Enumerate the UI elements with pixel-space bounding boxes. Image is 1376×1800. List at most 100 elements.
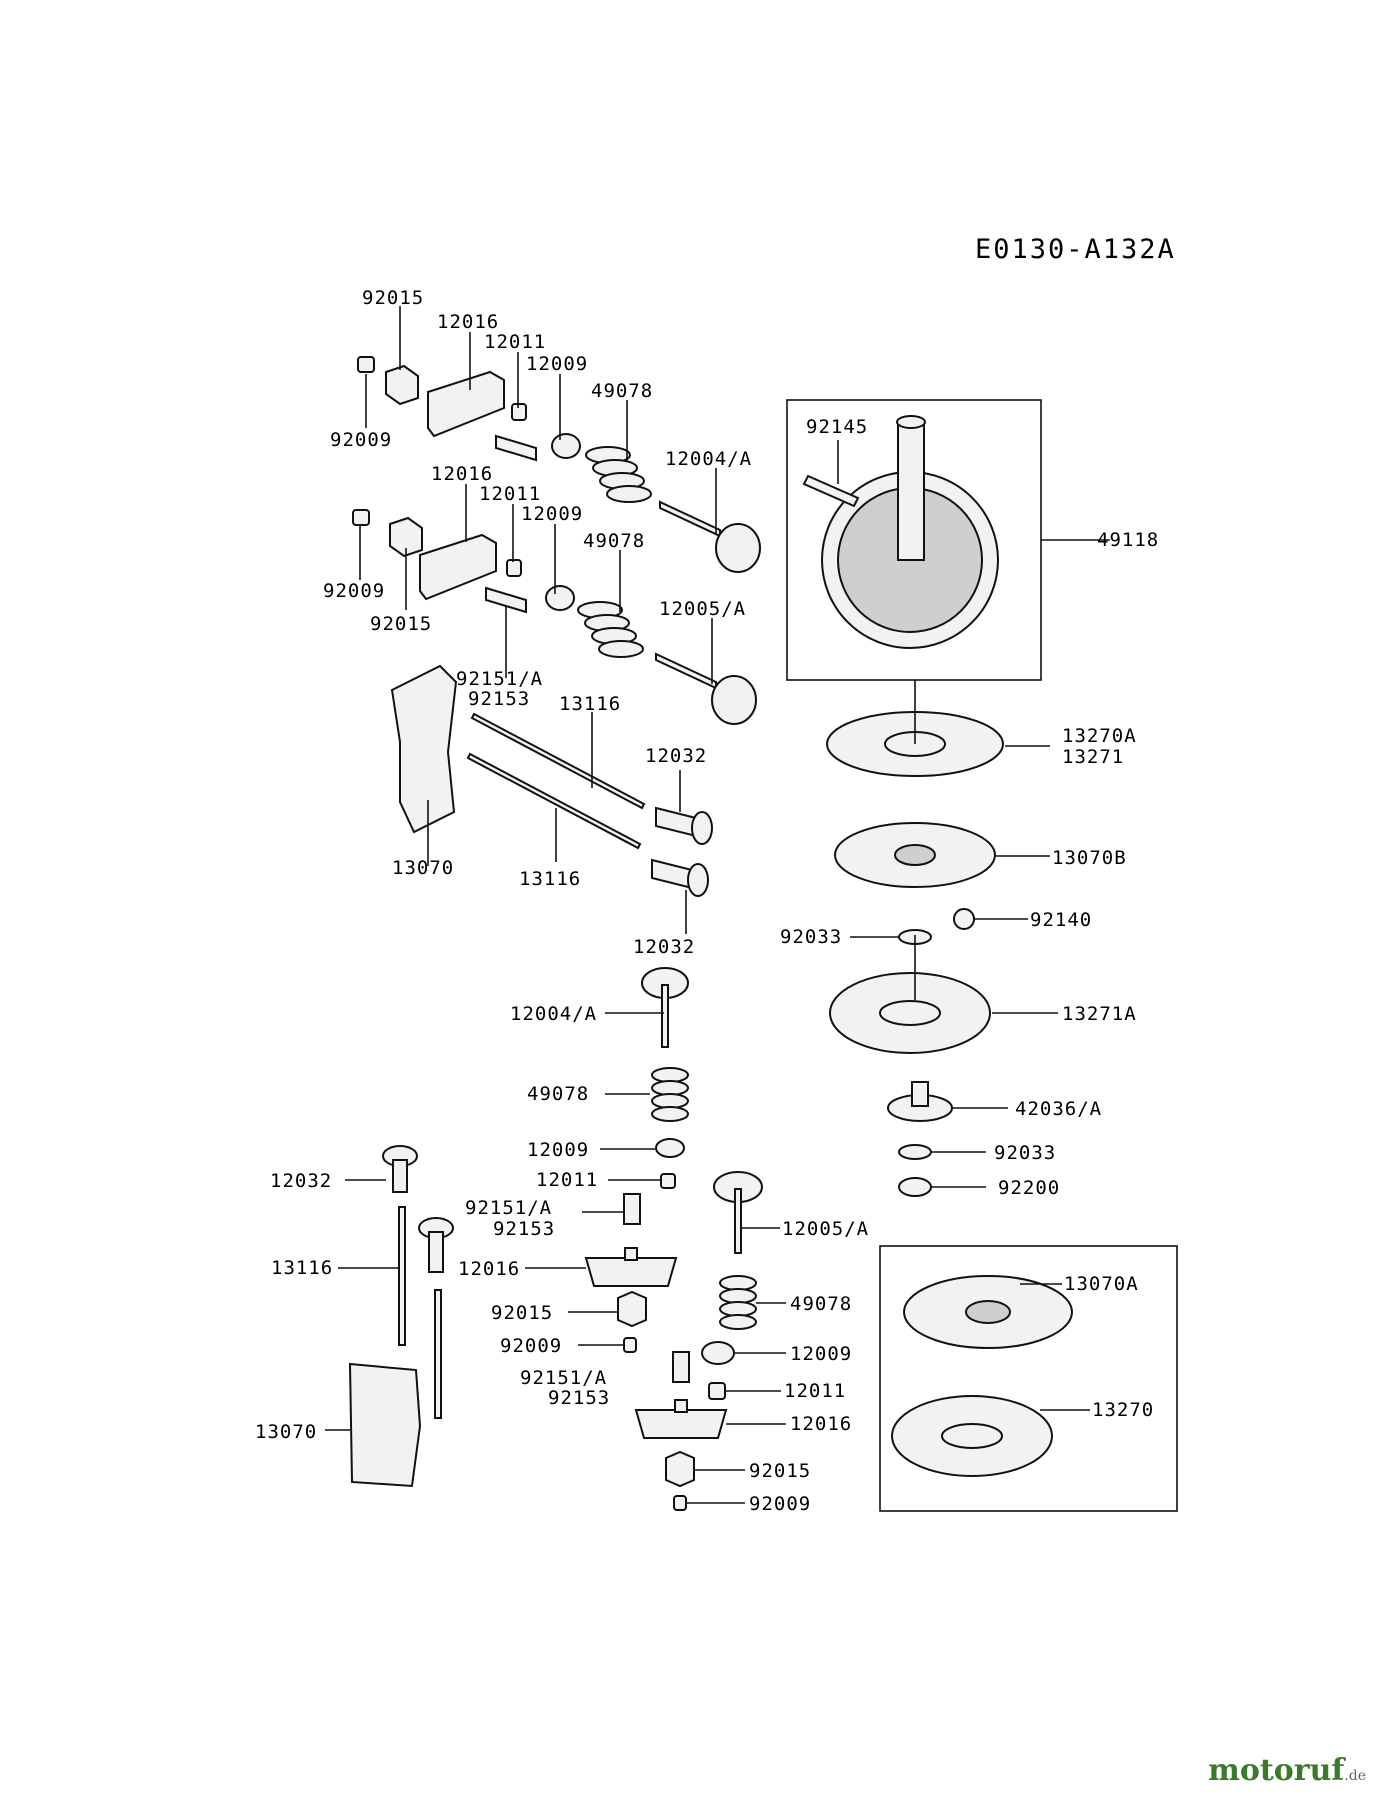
pivot-part	[511, 403, 527, 421]
adjusting-screw-part	[357, 356, 375, 373]
watermark-brand: motoruf	[1208, 1753, 1345, 1788]
part-label: 13271A	[1062, 1003, 1137, 1025]
pivot-part	[660, 1173, 676, 1189]
tappet-part	[418, 1217, 454, 1273]
part-label: 12004/A	[665, 448, 752, 470]
part-label: 12016	[790, 1413, 852, 1435]
push-rod-guide-part	[348, 1362, 422, 1488]
part-label: 12032	[270, 1170, 332, 1192]
exhaust-valve-part	[659, 500, 761, 573]
ball-part	[953, 908, 975, 930]
part-label: 12009	[521, 503, 583, 525]
part-label: 49078	[790, 1293, 852, 1315]
part-label: 12004/A	[510, 1003, 597, 1025]
part-label: 12005/A	[782, 1218, 869, 1240]
stud-part	[485, 586, 527, 614]
diagram-code: E0130-A132A	[975, 234, 1176, 265]
part-label: 13070	[255, 1421, 317, 1443]
valve-retainer-part	[551, 433, 581, 459]
governor-weight-holder-part	[903, 1275, 1073, 1349]
circlip-part	[898, 1144, 932, 1160]
tappet-part	[651, 858, 709, 897]
valve-spring-part	[577, 601, 644, 658]
part-label: 13070	[392, 857, 454, 879]
part-label: 13070A	[1064, 1273, 1139, 1295]
part-label: 42036/A	[1015, 1098, 1102, 1120]
valve-retainer-part	[701, 1341, 735, 1365]
part-label: 12009	[526, 353, 588, 375]
part-label: 92151/A	[520, 1367, 607, 1389]
part-label: 12009	[790, 1343, 852, 1365]
part-label: 49118	[1097, 529, 1159, 551]
part-label: 92153	[493, 1218, 555, 1240]
push-rod-part	[466, 752, 642, 850]
part-label: 12005/A	[659, 598, 746, 620]
valve-spring-part	[719, 1275, 757, 1330]
adjusting-screw-part	[673, 1495, 687, 1511]
pivot-part	[708, 1382, 726, 1400]
watermark-suffix: .de	[1344, 1768, 1366, 1784]
rocker-arm-part	[584, 1247, 678, 1287]
governor-weight-holder-part	[834, 822, 996, 888]
valve-retainer-part	[545, 585, 575, 611]
rocker-arm-part	[419, 533, 497, 601]
part-label: 13116	[559, 693, 621, 715]
part-label: 12011	[536, 1169, 598, 1191]
part-label: 92015	[362, 287, 424, 309]
nut-part	[389, 516, 423, 558]
stud-part	[672, 1351, 690, 1383]
push-rod-part	[434, 1289, 442, 1419]
part-label: 13116	[519, 868, 581, 890]
part-label: 13070B	[1052, 847, 1127, 869]
part-label: 49078	[527, 1083, 589, 1105]
part-label: 92153	[548, 1387, 610, 1409]
part-label: 92145	[806, 416, 868, 438]
part-label: 13271	[1062, 746, 1124, 768]
part-label: 12032	[645, 745, 707, 767]
alternate-parts-frame	[879, 1245, 1178, 1512]
part-label: 12011	[784, 1380, 846, 1402]
stud-part	[495, 434, 537, 462]
part-label: 13270	[1092, 1399, 1154, 1421]
part-label: 92140	[1030, 909, 1092, 931]
push-rod-part	[398, 1206, 406, 1346]
part-label: 92200	[998, 1177, 1060, 1199]
part-label: 92015	[749, 1460, 811, 1482]
rocker-arm-part	[427, 370, 505, 438]
valve-spring-part	[585, 446, 652, 503]
washer-part	[898, 1177, 932, 1197]
watermark-logo: motoruf.de	[1208, 1753, 1366, 1788]
part-label: 13116	[271, 1257, 333, 1279]
part-label: 92153	[468, 688, 530, 710]
push-rod-guide-part	[390, 664, 458, 834]
part-label: 92033	[780, 926, 842, 948]
part-label: 12011	[479, 483, 541, 505]
nut-part	[665, 1450, 695, 1488]
adjusting-screw-part	[623, 1337, 637, 1353]
valve-part	[713, 1171, 763, 1254]
part-label: 12009	[527, 1139, 589, 1161]
valve-part	[641, 967, 689, 1048]
part-label: 12011	[484, 331, 546, 353]
camshaft-part	[821, 415, 999, 649]
nut-part	[385, 364, 419, 406]
governor-plate-part	[829, 972, 991, 1054]
part-label: 92009	[330, 429, 392, 451]
part-label: 12032	[633, 936, 695, 958]
pivot-part	[506, 559, 522, 577]
push-rod-part	[470, 712, 646, 810]
part-label: 92033	[994, 1142, 1056, 1164]
tappet-part	[655, 806, 713, 845]
part-label: 92009	[500, 1335, 562, 1357]
tappet-part	[382, 1145, 418, 1193]
part-label: 92009	[749, 1493, 811, 1515]
spring-part	[802, 474, 860, 508]
plate-part	[891, 1395, 1053, 1477]
part-label: 92151/A	[465, 1197, 552, 1219]
valve-spring-part	[651, 1067, 689, 1122]
part-label: 49078	[591, 380, 653, 402]
valve-retainer-part	[655, 1138, 685, 1158]
rocker-arm-part	[634, 1399, 728, 1439]
part-label: 92151/A	[456, 668, 543, 690]
